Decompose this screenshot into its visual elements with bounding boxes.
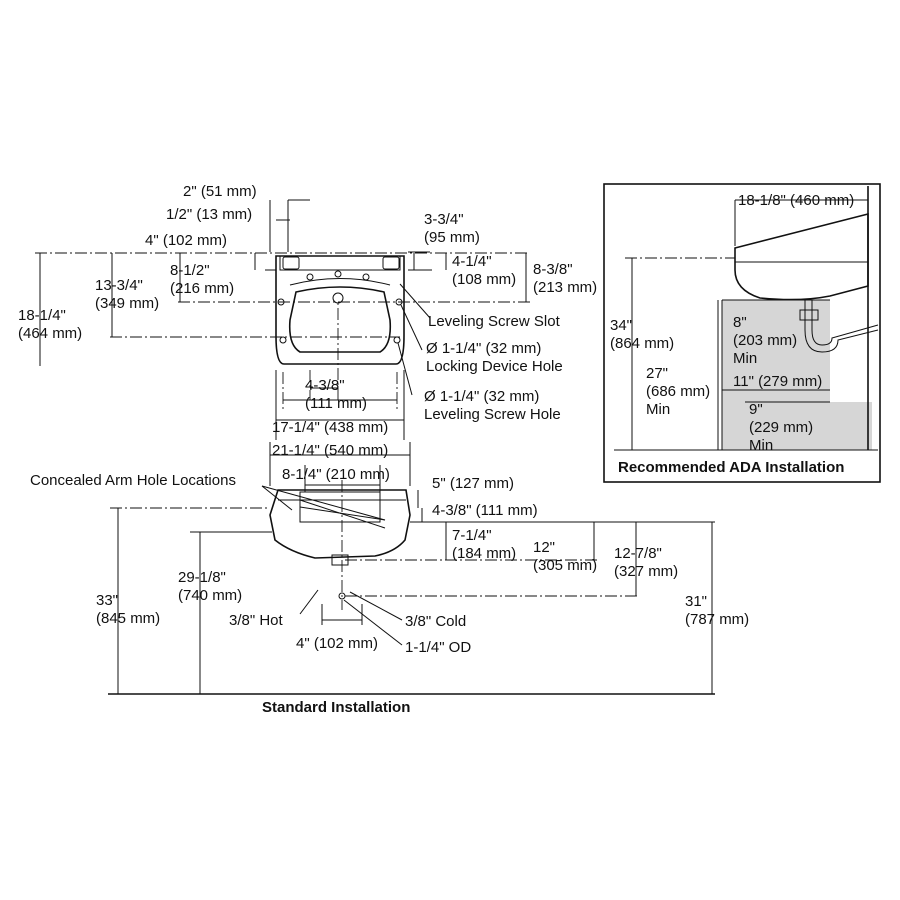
dim-hole-depth: 4-1/4" [452,253,492,270]
dim-bowl-depth-mm: (349 mm) [95,295,159,312]
label-concealed-arm: Concealed Arm Hole Locations [30,472,236,489]
dim-height-5: 5" (127 mm) [432,475,514,492]
label-leveling-slot: Leveling Screw Slot [428,313,561,330]
dim-ada-depth-8-min: Min [733,350,757,367]
dim-ada-toe-9-mm: (229 mm) [749,419,813,436]
dim-height-12-mm: (305 mm) [533,557,597,574]
caption-ada: Recommended ADA Installation [618,459,844,476]
drain-hole-top [332,292,344,304]
dim-ada-rim-34-mm: (864 mm) [610,335,674,352]
dim-rim-33-mm: (845 mm) [96,610,160,627]
dim-height-12: 12" [533,539,555,556]
dim-height-1278-mm: (327 mm) [614,563,678,580]
dim-ada-knee-27: 27" [646,365,668,382]
top-view-sink-outline [275,255,405,365]
label-leveling-hole-desc: Leveling Screw Hole [424,406,561,423]
label-leveling-hole: Ø 1-1/4" (32 mm) [424,388,539,405]
dim-faucet-width: 2" (51 mm) [183,183,257,200]
locking-hole-left [279,336,287,344]
dim-overall-depth: 18-1/4" [18,307,66,324]
ada-trap [804,300,879,353]
label-hot: 3/8" Hot [229,612,284,629]
dim-supply-spacing: 4" (102 mm) [296,635,378,652]
dim-side-offset: 3-3/4" [424,211,464,228]
dim-height-714-mm: (184 mm) [452,545,516,562]
dim-hole-depth-mm: (108 mm) [452,271,516,288]
dim-ada-toe-9: 9" [749,401,763,418]
dim-ada-knee-27-min: Min [646,401,670,418]
top-view-bowl [288,286,392,353]
dim-ada-projection: 18-1/8" (460 mm) [738,192,854,209]
dim-arm-31: 31" [685,593,707,610]
label-locking-hole: Ø 1-1/4" (32 mm) [426,340,541,357]
dim-height-1278: 12-7/8" [614,545,662,562]
dim-side-offset-mm: (95 mm) [424,229,480,246]
dim-back-offset: 4" (102 mm) [145,232,227,249]
dim-bowl-depth: 13-3/4" [95,277,143,294]
dim-overall-width: 17-1/4" (438 mm) [272,419,388,436]
locking-hole-right [393,336,401,344]
dim-faucet-offset-mm: (216 mm) [170,280,234,297]
front-view: 21-1/4" (540 mm) 8-1/4" (210 mm) Conceal… [30,442,749,716]
caption-standard: Standard Installation [262,699,410,716]
dim-ada-rim-34: 34" [610,317,632,334]
label-locking-hole-desc: Locking Device Hole [426,358,563,375]
dim-ada-depth-8: 8" [733,314,747,331]
dim-faucet-half: 1/2" (13 mm) [166,206,252,223]
dim-hole-spacing-mm: (111 mm) [305,395,367,412]
dim-screw-depth: 8-3/8" [533,261,573,278]
top-view: 18-1/4" (464 mm) 13-3/4" (349 mm) 8-1/2"… [18,183,597,440]
dim-ada-toe-9-min: Min [749,437,773,454]
dim-ada-depth-11: 11" (279 mm) [733,373,822,390]
dim-rim-33: 33" [96,592,118,609]
dim-height-714: 7-1/4" [452,527,492,544]
ada-sink [734,212,869,301]
dim-screw-depth-mm: (213 mm) [533,279,597,296]
ada-inset: 18-1/8" (460 mm) 34" (864 mm) 27" (686 m… [603,183,881,483]
dim-overall-depth-mm: (464 mm) [18,325,82,342]
dim-arm-spacing: 8-1/4" (210 mm) [282,466,390,483]
front-view-sink [269,489,411,559]
dim-arm-31-mm: (787 mm) [685,611,749,628]
dim-hole-spacing: 4-3/8" [305,377,345,394]
dim-faucet-offset: 8-1/2" [170,262,210,279]
dim-ada-depth-8-mm: (203 mm) [733,332,797,349]
label-cold: 3/8" Cold [405,613,466,630]
label-drain: 1-1/4" OD [405,639,471,656]
dim-height-438: 4-3/8" (111 mm) [432,502,538,519]
dim-ada-knee-27-mm: (686 mm) [646,383,710,400]
dim-front-width: 21-1/4" (540 mm) [272,442,388,459]
dim-bottom-2918-mm: (740 mm) [178,587,242,604]
dim-bottom-2918: 29-1/8" [178,569,226,586]
